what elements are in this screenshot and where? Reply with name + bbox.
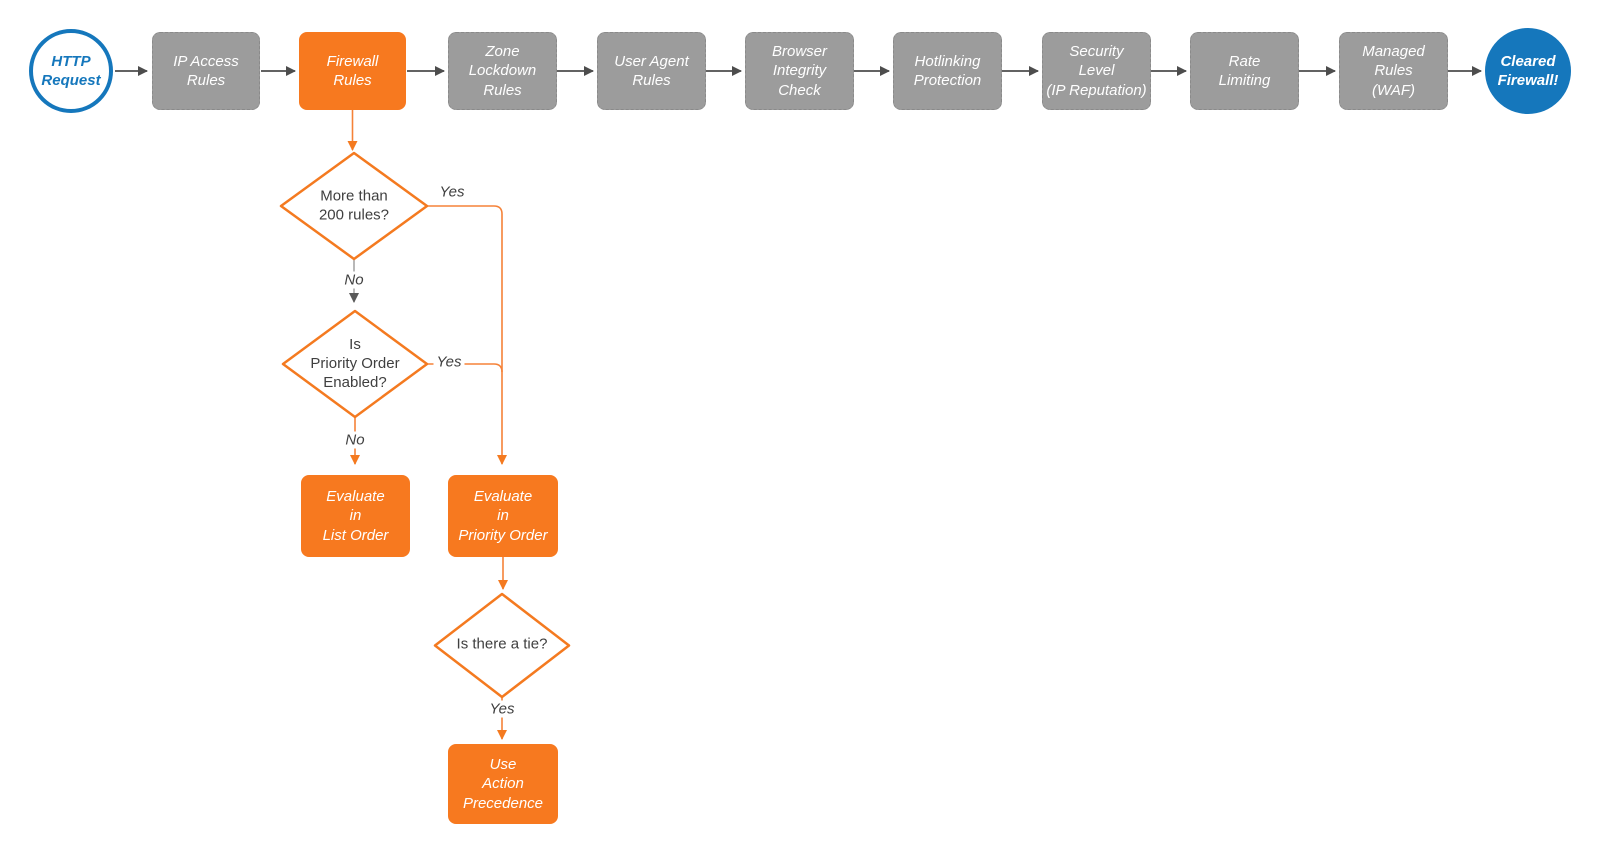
node-rate-limiting: Rate Limiting <box>1190 32 1299 110</box>
decision-more-than-200-rules <box>279 151 429 261</box>
node-firewall-rules-label: Firewall Rules <box>326 52 379 89</box>
decision1-label: More than 200 rules? <box>318 187 390 223</box>
node-evaluate-in-list-order-label: Evaluate in List Order <box>322 488 389 544</box>
edge-label-no-1: No <box>341 271 367 289</box>
node-browser-integrity-check-label: Browser Integrity Check <box>771 43 827 99</box>
node-firewall-rules: Firewall Rules <box>299 32 406 110</box>
connector-decision2-yes-join <box>427 363 503 373</box>
decision-is-there-a-tie <box>433 592 571 699</box>
connector-decision1-yes-to-priority-box <box>427 205 507 465</box>
node-use-action-precedence: Use Action Precedence <box>448 744 558 824</box>
edge-label-yes-2: Yes <box>433 353 465 371</box>
edge-label-yes-3: Yes <box>486 700 518 718</box>
node-ip-access-rules: IP Access Rules <box>152 32 260 110</box>
node-user-agent-rules-label: User Agent Rules <box>614 52 689 89</box>
decision-priority-order-enabled <box>281 309 429 419</box>
node-zone-lockdown-rules-label: Zone Lockdown Rules <box>468 43 537 99</box>
node-hotlinking-protection-label: Hotlinking Protection <box>913 52 982 89</box>
edge-label-yes-1: Yes <box>439 183 465 201</box>
node-security-level-label: Security Level (IP Reputation) <box>1046 43 1147 99</box>
node-evaluate-in-priority-order: Evaluate in Priority Order <box>448 475 558 557</box>
node-user-agent-rules: User Agent Rules <box>597 32 706 110</box>
node-zone-lockdown-rules: Zone Lockdown Rules <box>448 32 557 110</box>
node-http-request: HTTP Request <box>29 29 113 113</box>
node-security-level: Security Level (IP Reputation) <box>1042 32 1151 110</box>
node-evaluate-in-list-order: Evaluate in List Order <box>301 475 410 557</box>
node-use-action-precedence-label: Use Action Precedence <box>462 756 544 812</box>
node-hotlinking-protection: Hotlinking Protection <box>893 32 1002 110</box>
edge-label-no-2: No <box>342 431 368 449</box>
node-browser-integrity-check: Browser Integrity Check <box>745 32 854 110</box>
node-cleared-firewall-label: Cleared Firewall! <box>1497 52 1559 89</box>
node-managed-rules-waf-label: Managed Rules (WAF) <box>1362 43 1425 99</box>
decision2-label: Is Priority Order Enabled? <box>310 335 400 391</box>
node-managed-rules-waf: Managed Rules (WAF) <box>1339 32 1448 110</box>
node-cleared-firewall: Cleared Firewall! <box>1485 28 1571 114</box>
node-rate-limiting-label: Rate Limiting <box>1218 52 1271 89</box>
decision3-label: Is there a tie? <box>456 635 548 653</box>
node-http-request-label: HTTP Request <box>41 52 101 89</box>
node-ip-access-rules-label: IP Access Rules <box>173 52 239 89</box>
node-evaluate-in-priority-order-label: Evaluate in Priority Order <box>458 488 548 544</box>
